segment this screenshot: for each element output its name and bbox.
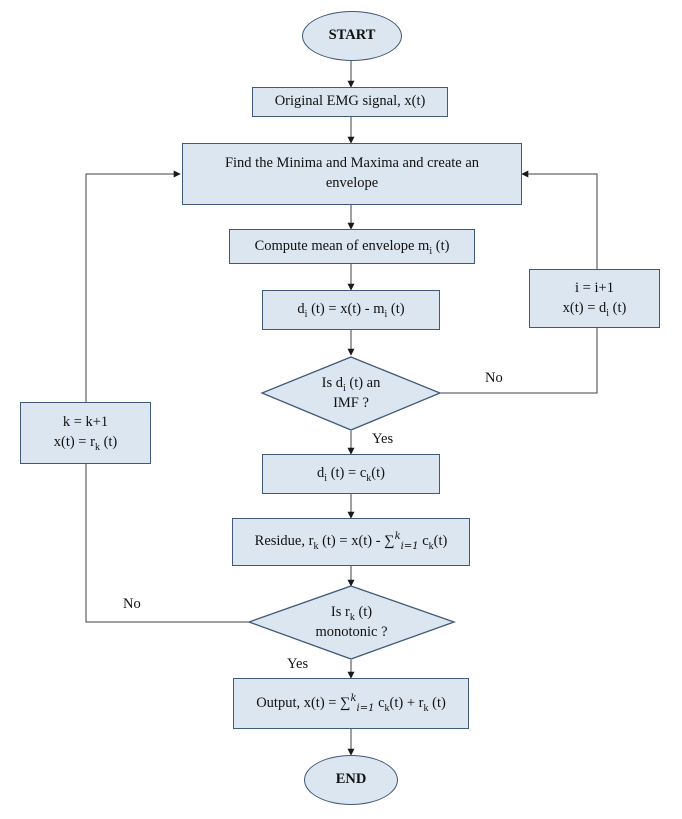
k-update-box: k = k+1 x(t) = rk (t) — [20, 402, 151, 464]
residue-box: Residue, rk (t) = x(t) - ∑ki=1 ck(t) — [232, 518, 470, 566]
compute-mean-label: Compute mean of envelope mi (t) — [254, 237, 450, 257]
find-extrema-line2: envelope — [325, 175, 379, 191]
edge-kupdate-find — [85, 170, 181, 402]
edge-imfq-no-iupdate — [440, 328, 598, 394]
end-label: END — [335, 771, 367, 788]
find-extrema-line1: Find the Minima and Maxima and create an — [224, 155, 480, 172]
residue-label: Residue, rk (t) = x(t) - ∑ki=1 ck(t) — [254, 531, 448, 553]
imf-decision: Is di (t) an IMF ? — [262, 357, 440, 430]
emg-signal-box: Original EMG signal, x(t) — [252, 87, 448, 117]
di-formula-label: di (t) = x(t) - mi (t) — [297, 301, 405, 321]
di-ck-box: di (t) = ck(t) — [262, 454, 440, 494]
decision-imf-shape — [260, 356, 442, 431]
i-update-line1: i = i+1 — [575, 279, 614, 296]
k-update-line2: x(t) = rk (t) — [53, 434, 118, 453]
edge-label-no-mono: No — [123, 596, 141, 612]
di-ck-label: di (t) = ck(t) — [317, 465, 385, 485]
decision-monotonic-shape — [247, 585, 456, 660]
end-node: END — [304, 755, 398, 805]
edge-monoq-no-kupdate — [85, 464, 249, 623]
output-box: Output, x(t) = ∑ki=1 ck(t) + rk (t) — [233, 678, 469, 729]
summation-symbol: ∑ — [384, 533, 395, 550]
edge-label-no-imf: No — [485, 370, 503, 386]
output-label: Output, x(t) = ∑ki=1 ck(t) + rk (t) — [256, 692, 446, 714]
compute-mean-box: Compute mean of envelope mi (t) — [229, 229, 475, 264]
start-label: START — [328, 27, 376, 44]
find-extrema-box: Find the Minima and Maxima and create an… — [182, 143, 522, 205]
edge-label-yes-mono: Yes — [287, 656, 309, 672]
di-formula-box: di (t) = x(t) - mi (t) — [262, 290, 440, 330]
edge-label-yes-imf: Yes — [372, 431, 394, 447]
k-update-line1: k = k+1 — [62, 414, 109, 431]
emg-signal-label: Original EMG signal, x(t) — [274, 93, 426, 110]
monotonic-decision-line1: Is rk (t) — [330, 603, 373, 623]
i-update-line2: x(t) = di (t) — [562, 299, 627, 319]
start-node: START — [302, 11, 402, 61]
edge-iupdate-find — [521, 170, 598, 269]
imf-decision-line2: IMF ? — [333, 394, 369, 411]
summation-symbol: ∑ — [340, 694, 351, 711]
monotonic-decision-line2: monotonic ? — [315, 623, 388, 640]
monotonic-decision: Is rk (t) monotonic ? — [249, 586, 454, 659]
imf-decision-line1: Is di (t) an — [321, 374, 381, 394]
i-update-box: i = i+1 x(t) = di (t) — [529, 269, 660, 328]
